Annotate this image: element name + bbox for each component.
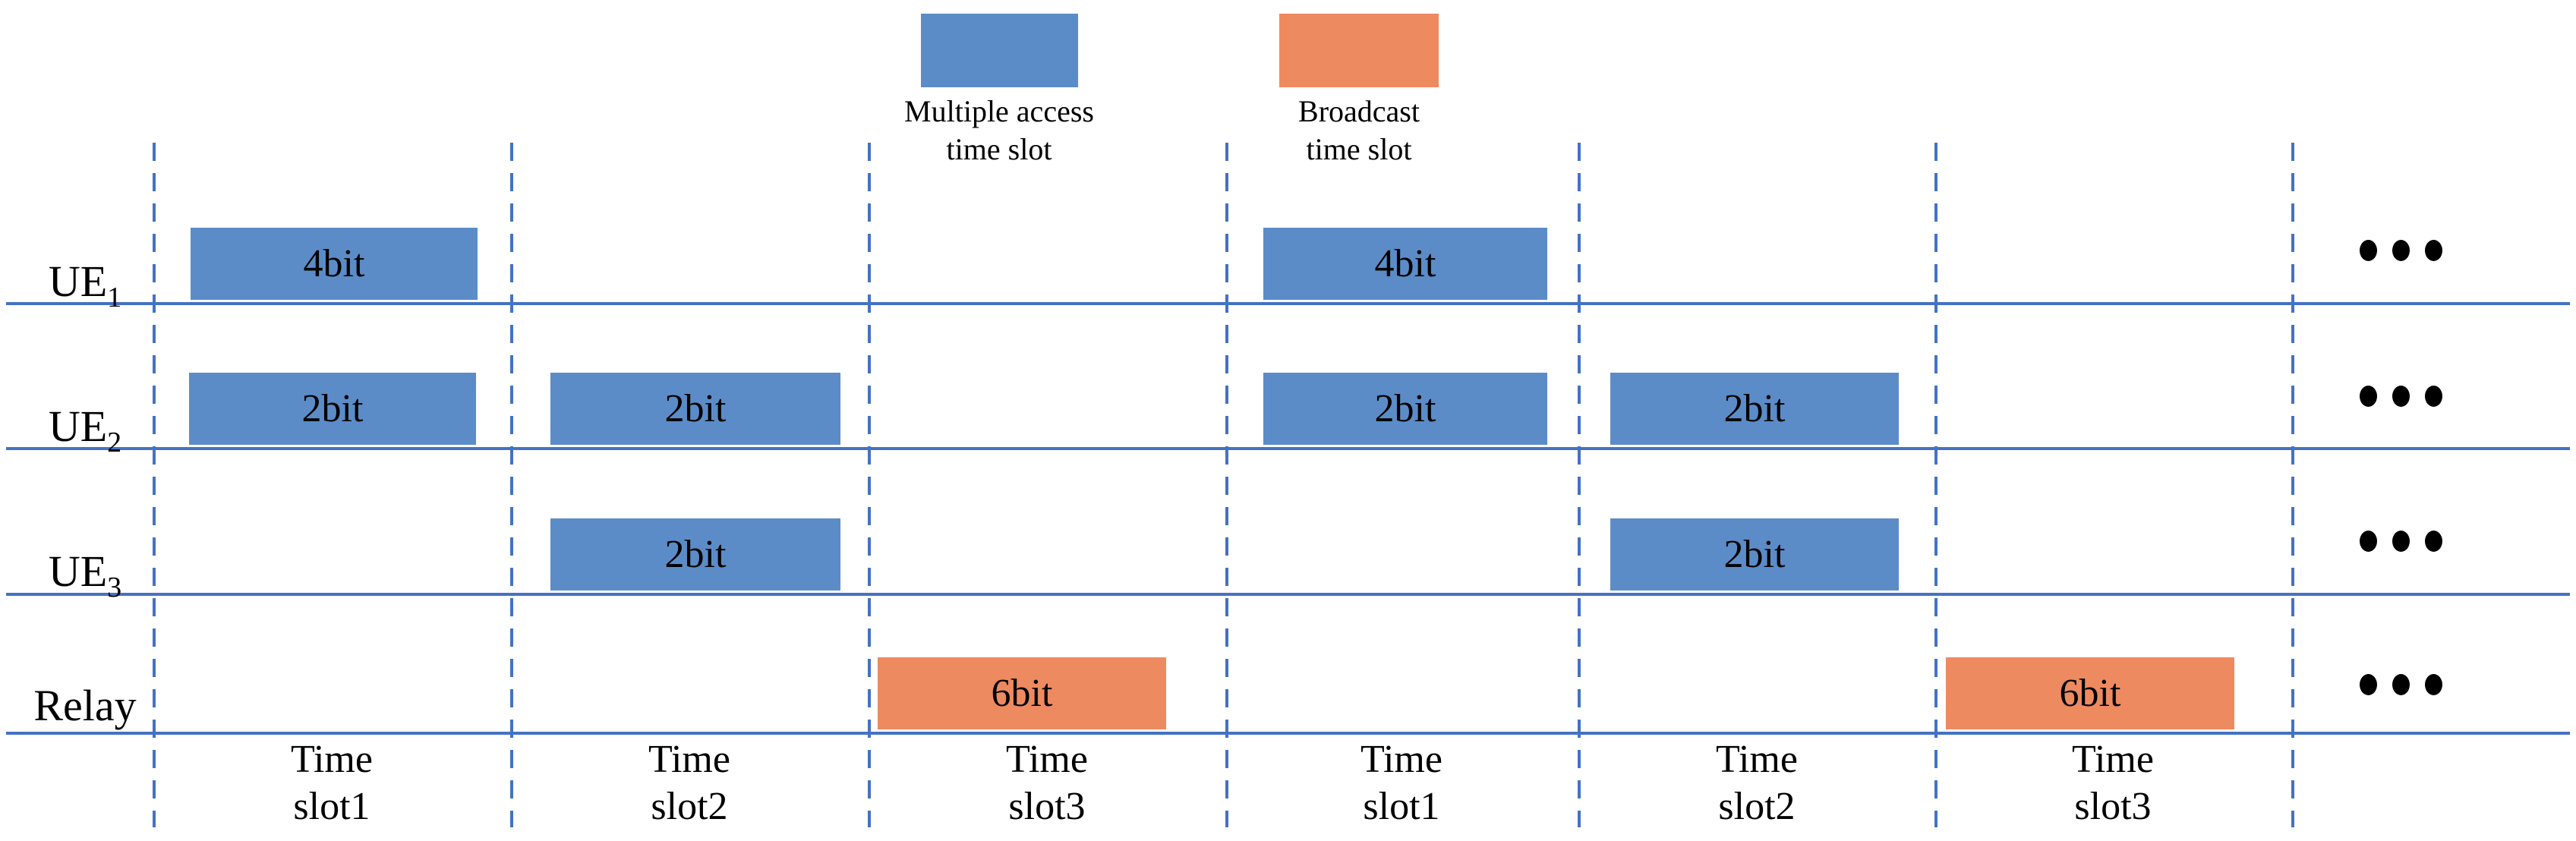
- row-baseline-ue3: [6, 593, 2570, 596]
- dot-icon: [2360, 674, 2377, 695]
- bar-ue2-slot1-frame1: 2bit: [189, 373, 476, 445]
- ellipsis-icon-ue3: [2360, 531, 2442, 552]
- dot-icon: [2425, 531, 2442, 552]
- row-baseline-ue1: [6, 302, 2570, 305]
- slot-label-line: Time: [2072, 738, 2154, 781]
- bar-label: 4bit: [1374, 242, 1436, 285]
- slot-boundary-line-5: [1578, 143, 1581, 827]
- row-label-ue1: UE1: [9, 255, 161, 312]
- row-label-subscript: 3: [107, 572, 122, 603]
- bar-ue1-slot1-frame1: 4bit: [191, 228, 478, 300]
- dot-icon: [2392, 240, 2410, 261]
- legend-label-line: Multiple access: [904, 94, 1094, 128]
- slot-label-line: Time: [291, 738, 373, 781]
- slot-label-line: slot2: [651, 785, 728, 828]
- legend-swatch-multiple-access-icon: [921, 14, 1078, 87]
- legend-swatch-broadcast-icon: [1279, 14, 1439, 87]
- bar-ue2-slot1-frame2: 2bit: [1263, 373, 1547, 445]
- bar-label: 2bit: [301, 387, 364, 430]
- legend-label-line: time slot: [1306, 132, 1412, 166]
- row-baseline-ue2: [6, 447, 2570, 450]
- slot-boundary-line-6: [1934, 143, 1938, 827]
- slot-boundary-line-2: [510, 143, 513, 827]
- dot-icon: [2392, 531, 2410, 552]
- row-label-ue3: UE3: [9, 545, 161, 602]
- slot-label-line: Time: [1716, 738, 1798, 781]
- bar-label: 2bit: [1374, 387, 1436, 430]
- slot-boundary-line-3: [868, 143, 871, 827]
- row-label-subscript: 2: [107, 427, 122, 458]
- legend-label-multiple-access: Multiple access time slot: [862, 93, 1136, 169]
- row-label-text: Relay: [33, 681, 137, 730]
- slot-label-2: Time slot2: [545, 736, 834, 830]
- slot-label-3: Time slot3: [903, 736, 1191, 830]
- dot-icon: [2360, 386, 2377, 407]
- row-label-subscript: 1: [107, 282, 122, 313]
- row-label-text: UE: [48, 402, 108, 451]
- legend-label-line: Broadcast: [1298, 94, 1420, 128]
- bar-label: 6bit: [991, 672, 1053, 715]
- slot-label-5: Time slot2: [1613, 736, 1901, 830]
- slot-label-line: slot2: [1718, 785, 1796, 828]
- slot-label-1: Time slot1: [188, 736, 476, 830]
- slot-label-line: slot3: [1008, 785, 1086, 828]
- dot-icon: [2360, 531, 2377, 552]
- slot-label-6: Time slot3: [1969, 736, 2257, 830]
- bar-label: 4bit: [303, 242, 365, 285]
- dot-icon: [2392, 674, 2410, 695]
- bar-ue3-slot2-frame1: 2bit: [550, 518, 840, 591]
- ellipsis-icon-relay: [2360, 674, 2442, 695]
- bar-label: 2bit: [664, 533, 727, 576]
- row-baseline-relay: [6, 732, 2570, 735]
- slot-boundary-line-7: [2291, 143, 2294, 827]
- bar-relay-slot3-frame2: 6bit: [1946, 657, 2234, 729]
- legend-label-broadcast: Broadcast time slot: [1222, 93, 1496, 169]
- slot-label-line: slot3: [2074, 785, 2152, 828]
- slot-label-line: Time: [648, 738, 730, 781]
- slot-label-line: slot1: [1363, 785, 1440, 828]
- dot-icon: [2392, 386, 2410, 407]
- slot-boundary-line-4: [1225, 143, 1228, 827]
- bar-ue2-slot2-frame2: 2bit: [1610, 373, 1899, 445]
- row-label-ue2: UE2: [9, 400, 161, 457]
- bar-ue1-slot1-frame2: 4bit: [1263, 228, 1547, 300]
- slot-label-line: slot1: [293, 785, 370, 828]
- bar-ue2-slot2-frame1: 2bit: [550, 373, 840, 445]
- ellipsis-icon-ue2: [2360, 386, 2442, 407]
- bar-relay-slot3-frame1: 6bit: [878, 657, 1166, 729]
- bar-label: 2bit: [664, 387, 727, 430]
- slot-label-line: Time: [1361, 738, 1442, 781]
- slot-label-line: Time: [1006, 738, 1088, 781]
- bar-ue3-slot2-frame2: 2bit: [1610, 518, 1899, 591]
- row-label-text: UE: [48, 257, 108, 306]
- row-label-relay: Relay: [9, 679, 161, 732]
- dot-icon: [2360, 240, 2377, 261]
- row-label-text: UE: [48, 546, 108, 596]
- ellipsis-icon-ue1: [2360, 240, 2442, 261]
- bar-label: 2bit: [1723, 387, 1786, 430]
- dot-icon: [2425, 386, 2442, 407]
- bar-label: 6bit: [2059, 672, 2121, 715]
- legend-label-line: time slot: [946, 132, 1052, 166]
- dot-icon: [2425, 240, 2442, 261]
- slot-label-4: Time slot1: [1257, 736, 1546, 830]
- dot-icon: [2425, 674, 2442, 695]
- slot-boundary-line-1: [153, 143, 156, 827]
- bar-label: 2bit: [1723, 533, 1786, 576]
